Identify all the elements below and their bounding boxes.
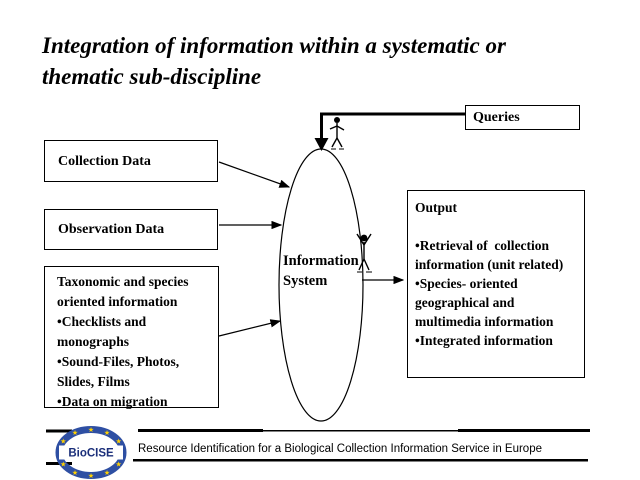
output-bullet: •Integrated information (415, 333, 553, 348)
output-heading: Output (415, 200, 458, 215)
person-icon (329, 117, 345, 150)
slide-title-line1: Integration of information within a syst… (42, 33, 506, 58)
svg-text:★: ★ (88, 426, 94, 434)
taxonomic-bullet: •Data on migration (57, 394, 168, 409)
svg-text:★: ★ (104, 429, 110, 437)
person-icon (356, 233, 372, 273)
svg-text:★: ★ (104, 469, 110, 477)
observation-data-label: Observation Data (58, 222, 165, 237)
collection-data-label: Collection Data (58, 153, 151, 169)
svg-text:★: ★ (72, 469, 78, 477)
queries-box-label: Queries (473, 110, 520, 125)
information-system-label-line2: System (283, 273, 328, 289)
output-box: Output •Retrieval of collection informat… (407, 190, 585, 378)
svg-text:★: ★ (88, 472, 94, 480)
svg-text:★: ★ (116, 461, 122, 469)
svg-text:★: ★ (72, 429, 78, 437)
slide-title-line2: thematic sub-discipline (42, 64, 262, 89)
output-bullet: •Species- oriented geographical and mult… (415, 276, 554, 329)
observation-data-box: Observation Data (44, 209, 218, 250)
output-bullet: •Retrieval of collection information (un… (415, 238, 564, 272)
collection-data-box: Collection Data (44, 140, 218, 182)
queries-box: Queries (465, 105, 580, 130)
logo-text: BioCISE (68, 448, 114, 460)
collection-to-system-arrow (218, 161, 291, 188)
biocise-logo: ★ ★ ★ ★ ★ ★ ★ ★ ★ ★ BioCISE (55, 426, 127, 480)
logo-text-plate (59, 445, 123, 460)
svg-text:★: ★ (60, 438, 66, 446)
taxonomic-to-system-arrow (218, 319, 282, 337)
svg-text:★: ★ (60, 461, 66, 469)
taxonomic-bullet: •Sound-Files, Photos, Slides, Films (57, 354, 183, 389)
svg-text:★: ★ (116, 438, 122, 446)
taxonomic-heading: Taxonomic and species oriented informati… (57, 274, 192, 309)
slide-title: Integration of information within a syst… (42, 30, 602, 92)
taxonomic-bullet: •Checklists and monographs (57, 314, 150, 349)
logo-stars: ★ ★ ★ ★ ★ ★ ★ ★ ★ ★ (60, 426, 122, 480)
information-system-label-line1: Information (283, 253, 359, 269)
footer-caption: Resource Identification for a Biological… (138, 443, 542, 455)
information-system-label: Information System (283, 251, 359, 291)
taxonomic-info-box: Taxonomic and species oriented informati… (44, 266, 219, 409)
queries-connector-arrow (314, 112, 467, 151)
